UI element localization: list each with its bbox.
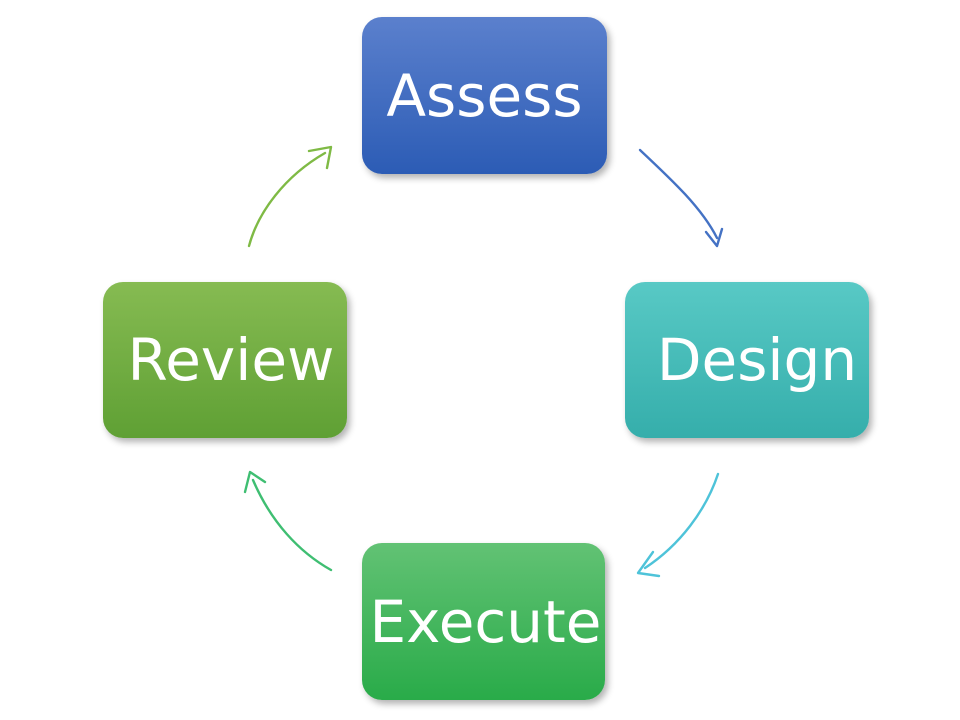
- node-review-label: Review: [127, 326, 335, 394]
- node-assess-label: Assess: [386, 61, 583, 130]
- arrow-execute-to-review: [243, 470, 333, 572]
- arrow-design-to-execute: [636, 472, 720, 578]
- node-review[interactable]: Review: [103, 282, 347, 438]
- arrow-review-to-assess: [247, 145, 333, 248]
- node-design[interactable]: Design: [625, 282, 869, 438]
- node-execute-label: Execute: [369, 587, 602, 656]
- node-execute[interactable]: Execute: [362, 543, 605, 700]
- node-design-label: Design: [656, 326, 858, 394]
- node-assess[interactable]: Assess: [362, 17, 607, 174]
- arrow-assess-to-design: [638, 148, 724, 248]
